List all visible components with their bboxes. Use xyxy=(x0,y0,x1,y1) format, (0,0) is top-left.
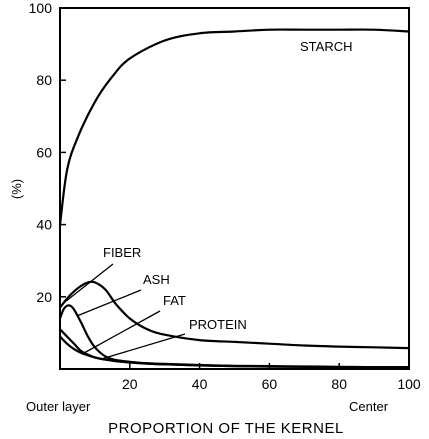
y-tick-label-100: 100 xyxy=(29,0,53,16)
series-label-starch: STARCH xyxy=(300,39,352,54)
x-axis-label: PROPORTION OF THE KERNEL xyxy=(108,420,344,437)
y-axis-label: (%) xyxy=(9,179,24,199)
label-leader-lines xyxy=(63,263,186,360)
leader-line-fat xyxy=(84,310,161,354)
x-tick-label-20: 20 xyxy=(122,376,138,392)
y-axis-ticks: 20 40 60 80 100 xyxy=(29,0,66,305)
y-tick-label-20: 20 xyxy=(36,289,52,305)
x-tick-label-40: 40 xyxy=(192,376,208,392)
x-tick-label-60: 60 xyxy=(262,376,278,392)
series-label-fat: FAT xyxy=(163,293,186,308)
leader-line-protein xyxy=(101,333,186,360)
y-tick-label-40: 40 xyxy=(36,217,52,233)
x-start-label: Outer layer xyxy=(26,399,91,414)
leader-line-fiber xyxy=(63,263,114,304)
series-line-ash xyxy=(58,304,411,369)
series-line-fiber xyxy=(58,280,411,350)
series-label-ash: ASH xyxy=(143,272,170,287)
series-line-protein xyxy=(58,335,411,369)
x-end-label: Center xyxy=(349,399,389,414)
plot-frame xyxy=(59,7,410,370)
series-label-fiber: FIBER xyxy=(103,245,141,260)
series-line-starch xyxy=(58,28,411,226)
x-tick-label-100: 100 xyxy=(397,376,421,392)
series-label-protein: PROTEIN xyxy=(189,317,247,332)
y-tick-label-80: 80 xyxy=(36,72,52,88)
y-tick-label-60: 60 xyxy=(36,144,52,160)
x-tick-label-80: 80 xyxy=(331,376,347,392)
series-lines xyxy=(58,28,411,369)
x-axis-ticks: 20 40 60 80 100 xyxy=(122,363,421,392)
leader-line-ash xyxy=(77,289,142,317)
